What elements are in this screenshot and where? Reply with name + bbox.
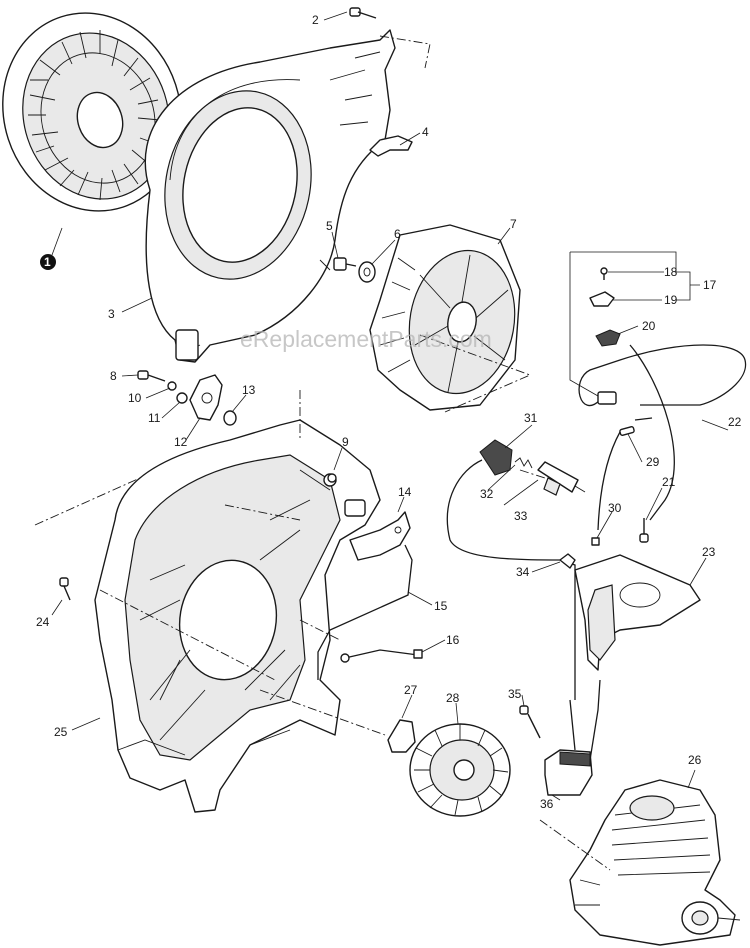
callout-6: 6 — [394, 227, 401, 241]
part-throttle-trigger[interactable] — [349, 511, 411, 561]
callout-5: 5 — [326, 219, 333, 233]
callout-33: 33 — [514, 509, 528, 523]
callout-11: 11 — [148, 411, 161, 425]
part-main-frame[interactable] — [94, 419, 381, 813]
callout-4: 4 — [422, 125, 429, 139]
part-bolt-21[interactable] — [639, 518, 649, 543]
svg-text:1: 1 — [44, 255, 51, 269]
part-screw-35[interactable] — [519, 705, 541, 739]
callout-12: 12 — [174, 435, 188, 449]
callout-31: 31 — [524, 411, 538, 425]
callout-16: 16 — [446, 633, 460, 647]
callout-23: 23 — [702, 545, 716, 559]
callout-7: 7 — [510, 217, 517, 231]
callout-badge-1: 1 — [40, 254, 56, 270]
callout-8: 8 — [110, 369, 117, 383]
part-screw-2[interactable] — [349, 7, 377, 19]
part-ring-13[interactable] — [223, 410, 237, 426]
part-washer-10[interactable] — [167, 381, 177, 391]
part-spring-32[interactable] — [514, 457, 533, 469]
callout-22: 22 — [728, 415, 742, 429]
part-ground-wire[interactable] — [340, 649, 423, 663]
watermark: eReplacementParts.com — [240, 326, 492, 352]
part-connector-29[interactable] — [619, 426, 635, 436]
callout-36: 36 — [540, 797, 554, 811]
callout-32: 32 — [480, 487, 494, 501]
part-grommet-34[interactable] — [559, 553, 576, 569]
part-switch-20[interactable] — [595, 329, 621, 347]
callout-34: 34 — [516, 565, 530, 579]
part-cone-27[interactable] — [387, 719, 416, 753]
part-spark-plug-boot[interactable] — [446, 439, 576, 700]
part-wire-harness[interactable] — [578, 344, 747, 531]
part-ignition-module[interactable] — [544, 679, 601, 796]
callout-17: 17 — [703, 278, 717, 292]
part-bolt-5[interactable] — [333, 257, 357, 271]
part-spark-plug[interactable] — [537, 461, 586, 496]
callout-28: 28 — [446, 691, 460, 705]
part-throttle-rod[interactable] — [317, 544, 413, 680]
callout-19: 19 — [664, 293, 678, 307]
part-bolt-24[interactable] — [59, 577, 71, 601]
part-nut-30[interactable] — [591, 537, 600, 546]
callout-26: 26 — [688, 753, 702, 767]
callout-15: 15 — [434, 599, 448, 613]
part-washer-11[interactable] — [176, 392, 188, 404]
part-bracket-12[interactable] — [189, 374, 223, 421]
part-engine-cylinder[interactable] — [569, 779, 741, 946]
part-fan-impeller[interactable] — [369, 224, 526, 411]
callout-10: 10 — [128, 391, 142, 405]
part-clip-4[interactable] — [369, 135, 413, 157]
callout-14: 14 — [398, 485, 412, 499]
part-nut-9[interactable] — [327, 473, 337, 483]
callout-30: 30 — [608, 501, 622, 515]
callout-25: 25 — [54, 725, 68, 739]
callout-13: 13 — [242, 383, 256, 397]
part-switch-19[interactable] — [589, 291, 615, 307]
callout-2: 2 — [312, 13, 319, 27]
part-screw-18[interactable] — [600, 267, 608, 280]
part-bolt-8[interactable] — [137, 370, 166, 382]
callout-29: 29 — [646, 455, 660, 469]
callout-9: 9 — [342, 435, 349, 449]
callout-3: 3 — [108, 307, 115, 321]
part-washer-6[interactable] — [358, 261, 376, 283]
callout-24: 24 — [36, 615, 50, 629]
callout-21: 21 — [662, 475, 676, 489]
part-housing-cover[interactable] — [144, 29, 396, 363]
part-heat-shield[interactable] — [574, 554, 701, 671]
part-intake-grille[interactable] — [0, 0, 207, 234]
callout-35: 35 — [508, 687, 522, 701]
part-flywheel[interactable] — [409, 723, 511, 817]
callout-18: 18 — [664, 265, 678, 279]
part-stop-switch-assembly[interactable] — [597, 391, 617, 405]
callout-27: 27 — [404, 683, 418, 697]
callout-20: 20 — [642, 319, 656, 333]
